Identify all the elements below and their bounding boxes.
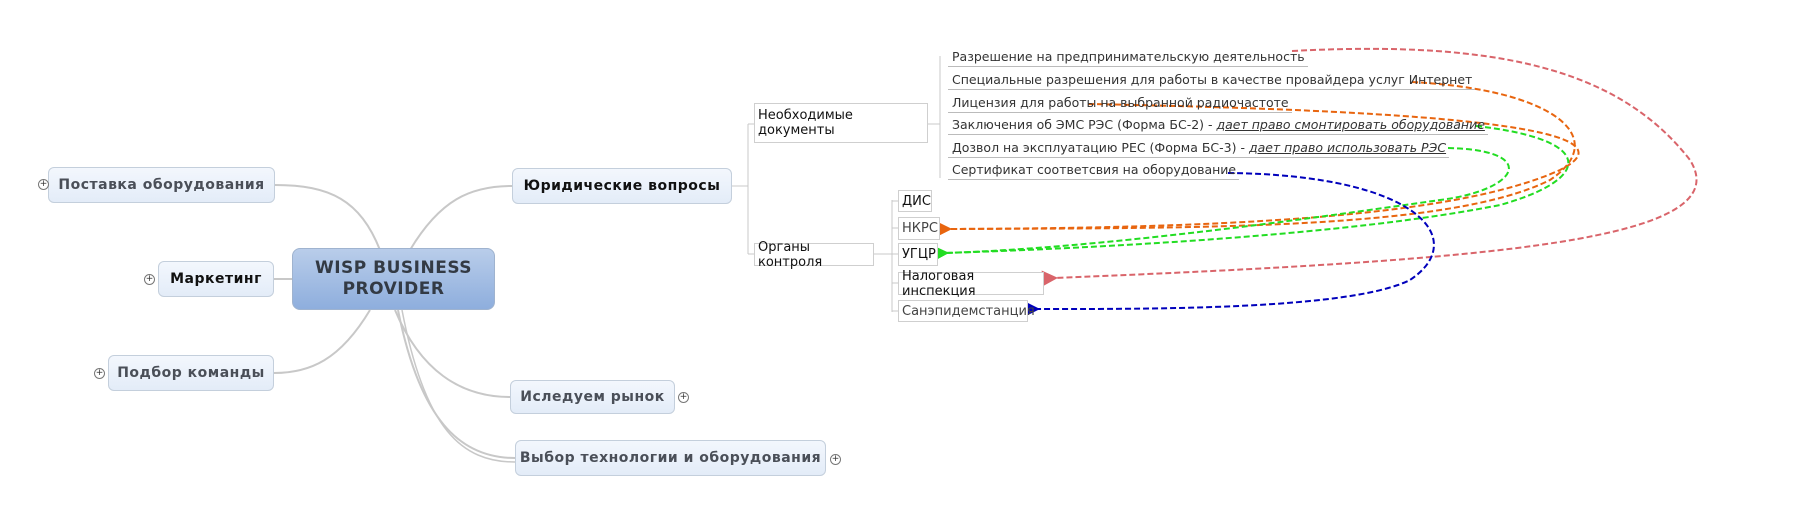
topic-label: Иследуем рынок: [520, 389, 665, 405]
branch-line: [274, 184, 381, 251]
topic-label: Подбор команды: [117, 365, 265, 381]
document-note: дает право использовать РЭС: [1248, 140, 1447, 155]
relation-blue: [1023, 172, 1435, 317]
topic-label: Маркетинг: [170, 271, 262, 287]
topic-legal[interactable]: Юридические вопросы: [512, 168, 732, 204]
document-text: Специальные разрешения для работы в каче…: [952, 72, 1473, 87]
document-text: Сертификат соответсвия на оборудование: [952, 162, 1237, 177]
relation-green-1: [932, 125, 1570, 262]
document-text: Лицензия для работы на выбранной радиоча…: [952, 95, 1289, 110]
topic-team[interactable]: Подбор команды: [108, 355, 274, 391]
topic-label: Выбор технологии и оборудования: [519, 450, 822, 466]
authority-tax[interactable]: Налоговая инспекция: [898, 269, 1044, 299]
authority-label: УГЦР: [902, 247, 936, 262]
topic-market[interactable]: Иследуем рынок: [510, 380, 675, 414]
document-item[interactable]: Специальные разрешения для работы в каче…: [948, 72, 1476, 90]
document-text: Заключения об ЭМС РЭС (Форма БС-2) -: [952, 117, 1217, 132]
relation-green-2: [932, 147, 1510, 262]
branch-line: [394, 309, 511, 398]
authority-sanitary[interactable]: Санэпидемстанция: [898, 300, 1035, 322]
document-note: дает право смонтировать оборудование: [1216, 117, 1485, 132]
authority-label: Налоговая инспекция: [902, 268, 976, 299]
subtopic-label: Органы контроля: [758, 239, 823, 270]
branch-line: [397, 309, 516, 459]
topic-label: Юридические вопросы: [523, 178, 721, 194]
branch-line: [273, 309, 371, 374]
document-text: Разрешение на предпринимательскую деятел…: [952, 49, 1305, 64]
subtopic-label: Необходимые документы: [758, 108, 853, 138]
expand-icon[interactable]: +: [38, 179, 49, 190]
authority-label: Санэпидемстанция: [902, 303, 1035, 319]
document-item[interactable]: Заключения об ЭМС РЭС (Форма БС-2) - дае…: [948, 117, 1488, 135]
topic-marketing[interactable]: Маркетинг: [158, 261, 274, 297]
branch-line: [401, 309, 516, 463]
document-item[interactable]: Дозвол на эксплуатацию РЕС (Форма БС-3) …: [948, 140, 1450, 158]
central-title-line1: WISP BUSINESS: [314, 258, 473, 278]
authority-dis[interactable]: ДИС: [898, 190, 932, 212]
relation-orange-1: [935, 81, 1576, 238]
expand-icon[interactable]: +: [678, 392, 689, 403]
document-item[interactable]: Лицензия для работы на выбранной радиоча…: [948, 95, 1292, 113]
subtopic-documents[interactable]: Необходимые документы: [754, 103, 928, 143]
expand-icon[interactable]: +: [830, 454, 841, 465]
subtopic-authorities[interactable]: Органы контроля: [754, 240, 874, 270]
relation-orange-2: [935, 103, 1580, 238]
topic-supply[interactable]: Поставка оборудования: [48, 167, 275, 203]
document-text: Дозвол на эксплуатацию РЕС (Форма БС-3) …: [952, 140, 1249, 155]
topic-label: Поставка оборудования: [58, 177, 265, 193]
authority-nkrs[interactable]: НКРС: [898, 217, 940, 240]
authority-label: ДИС: [902, 193, 931, 209]
branch-line: [409, 185, 513, 251]
authority-ugcr[interactable]: УГЦР: [898, 243, 938, 266]
topic-technology[interactable]: Выбор технологии и оборудования: [515, 440, 826, 476]
authority-label: НКРС: [902, 221, 938, 236]
relation-red: [1041, 47, 1698, 287]
document-item[interactable]: Сертификат соответсвия на оборудование: [948, 162, 1240, 180]
central-title-line2: PROVIDER: [342, 279, 445, 299]
expand-icon[interactable]: +: [94, 368, 105, 379]
expand-icon[interactable]: +: [144, 274, 155, 285]
document-item[interactable]: Разрешение на предпринимательскую деятел…: [948, 49, 1308, 67]
